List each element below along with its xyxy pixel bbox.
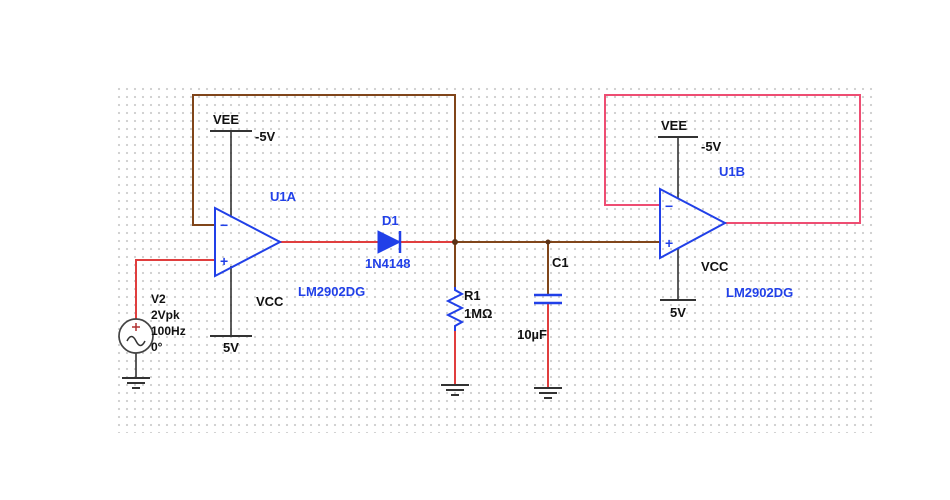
vcc-value-label: 5V <box>223 340 239 355</box>
opamp-part-label: LM2902DG <box>298 284 365 299</box>
opamp-body[interactable] <box>214 206 283 278</box>
resistor-ref-label: R1 <box>464 288 481 303</box>
vee-value-label: -5V <box>701 139 722 154</box>
capacitor-ref-label: C1 <box>552 255 569 270</box>
opamp-ref-label: U1A <box>270 189 297 204</box>
opamp-u1a[interactable]: − + U1A LM2902DG <box>214 189 365 299</box>
diode-arrow[interactable] <box>377 230 402 254</box>
capacitor-value-label: 10µF <box>517 327 547 342</box>
vcc-value-label: 5V <box>670 305 686 320</box>
vcc-rail-label: VCC <box>701 259 729 274</box>
dot-grid <box>115 85 877 433</box>
power-vcc-u1b[interactable]: VCC 5V <box>660 249 729 320</box>
opamp-ref-label: U1B <box>719 164 745 179</box>
source-frequency-label: 100Hz <box>151 324 186 338</box>
sine-wave-mark <box>126 335 146 347</box>
vcc-rail-label: VCC <box>256 294 284 309</box>
capacitor-c1[interactable]: C1 10µF <box>517 255 569 342</box>
noninverting-input-mark: + <box>220 253 228 269</box>
diode-part-label: 1N4148 <box>365 256 411 271</box>
noninverting-input-mark: + <box>665 235 673 251</box>
diode-ref-label: D1 <box>382 213 399 228</box>
opamp-u1b[interactable]: − + U1B LM2902DG <box>659 164 793 300</box>
source-ref-label: V2 <box>151 292 166 306</box>
wire-feedback-u1b[interactable] <box>604 94 861 224</box>
vee-rail-label: VEE <box>213 112 239 127</box>
source-phase-label: 0° <box>151 340 163 354</box>
inverting-input-mark: − <box>220 217 228 233</box>
junction-dot <box>452 239 458 245</box>
opamp-part-label: LM2902DG <box>726 285 793 300</box>
power-vee-u1b[interactable]: VEE -5V <box>658 118 722 199</box>
wire-feedback-u1a[interactable] <box>192 94 456 242</box>
opamp-body[interactable] <box>659 187 728 260</box>
resistor-r1[interactable]: R1 1MΩ <box>445 287 492 331</box>
wire-v2-to-u1a-plus[interactable] <box>135 259 215 319</box>
ground-c1[interactable] <box>534 387 562 399</box>
vsource-v2[interactable]: V2 2Vpk 100Hz 0° <box>118 292 186 354</box>
source-amplitude-label: 2Vpk <box>151 308 180 322</box>
vee-value-label: -5V <box>255 129 276 144</box>
resistor-zigzag[interactable] <box>445 287 465 331</box>
power-vee-u1a[interactable]: VEE -5V <box>210 112 276 217</box>
ground-r1[interactable] <box>441 384 469 396</box>
power-vcc-u1a[interactable]: VCC 5V <box>210 266 284 355</box>
vee-rail-label: VEE <box>661 118 687 133</box>
source-circle[interactable] <box>118 318 154 354</box>
resistor-value-label: 1MΩ <box>464 306 492 321</box>
ground-v2[interactable] <box>122 377 150 389</box>
junction-dot <box>545 239 551 245</box>
diode-d1[interactable]: D1 1N4148 <box>365 213 411 271</box>
inverting-input-mark: − <box>665 198 673 214</box>
wires <box>135 94 861 388</box>
